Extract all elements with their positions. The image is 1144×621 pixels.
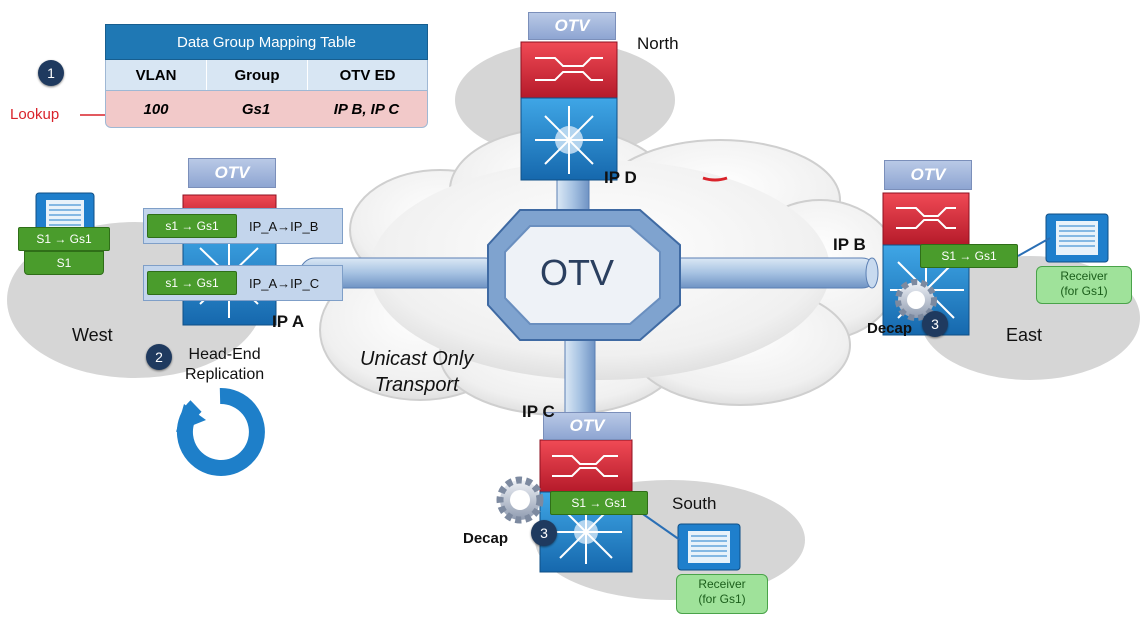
cell-group: Gs1 (241, 100, 271, 118)
site-label-east: East (1006, 325, 1043, 345)
east-receiver-icon (1045, 213, 1109, 263)
otv-banner-east: OTV (884, 160, 972, 190)
east-receiver-label: Receiver (for Gs1) (1036, 266, 1132, 304)
encap-c-outer: IP_A→IP_C (249, 275, 320, 291)
encap-packet-to-b: s1 → Gs1 IP_A→IP_B (143, 208, 343, 244)
header-group: Group (207, 60, 308, 90)
lookup-label: Lookup (10, 106, 60, 123)
otv-banner-south-label: OTV (569, 416, 605, 435)
ip-label-c: IP C (522, 402, 555, 421)
south-gear-icon (496, 476, 544, 524)
cloud-accent (702, 176, 728, 182)
step-1-badge: 1 (38, 60, 64, 86)
site-label-south: South (672, 494, 717, 513)
otv-banner-south: OTV (543, 412, 631, 440)
step-2-badge: 2 (146, 344, 172, 370)
ip-label-a: IP A (272, 312, 305, 331)
otv-banner-east-label: OTV (910, 165, 946, 184)
replication-arrow-icon (176, 387, 265, 476)
site-label-north: North (637, 34, 679, 53)
east-packet-link (1017, 237, 1051, 257)
mapping-table-title: Data Group Mapping Table (105, 24, 428, 60)
otv-banner-west-label: OTV (214, 163, 250, 182)
east-decap-packet: S1 → Gs1 (920, 244, 1018, 268)
ip-label-b: IP B (833, 235, 866, 254)
cell-otv-ed: IP B, IP C (333, 100, 400, 118)
header-vlan: VLAN (106, 60, 207, 90)
step-3-south-badge: 3 (531, 520, 557, 546)
mapping-table: Data Group Mapping Table VLAN Group OTV … (105, 24, 428, 128)
east-gear-icon (895, 279, 937, 321)
site-label-west: West (72, 325, 113, 345)
mapping-table-header-row: VLAN Group OTV ED (105, 60, 428, 90)
mapping-table-row: 100 Gs1 IP B, IP C (105, 90, 428, 128)
otv-banner-north-label: OTV (554, 16, 590, 35)
west-host-packet: S1 → Gs1 (18, 227, 110, 251)
transport-label: Unicast Only Transport (360, 348, 474, 396)
encap-b-outer: IP_A→IP_B (249, 218, 319, 234)
header-otv-ed: OTV ED (339, 66, 396, 84)
pipe-east-end (865, 257, 879, 289)
core-otv-label: OTV (540, 252, 615, 293)
north-otv-switch (520, 41, 618, 181)
encap-b-inner: s1 → Gs1 (147, 214, 237, 238)
otv-core-ring (487, 209, 681, 341)
encap-c-inner: s1 → Gs1 (147, 271, 237, 295)
ip-label-d: IP D (604, 168, 637, 187)
south-receiver-icon (677, 523, 741, 571)
step-3-east-badge: 3 (922, 311, 948, 337)
pipe-east (664, 257, 878, 289)
south-decap-packet: S1 → Gs1 (550, 491, 648, 515)
encap-packet-to-c: s1 → Gs1 IP_A→IP_C (143, 265, 343, 301)
west-host-name: S1 (24, 251, 104, 275)
cell-vlan: 100 (143, 100, 169, 118)
otv-banner-west: OTV (188, 158, 276, 188)
decap-east-label: Decap (867, 320, 913, 337)
otv-banner-north: OTV (528, 12, 616, 40)
head-end-replication-label: Head-End Replication (185, 346, 265, 383)
south-receiver-label: Receiver (for Gs1) (676, 574, 768, 614)
decap-south-label: Decap (463, 530, 509, 547)
south-packet-link (639, 511, 681, 541)
